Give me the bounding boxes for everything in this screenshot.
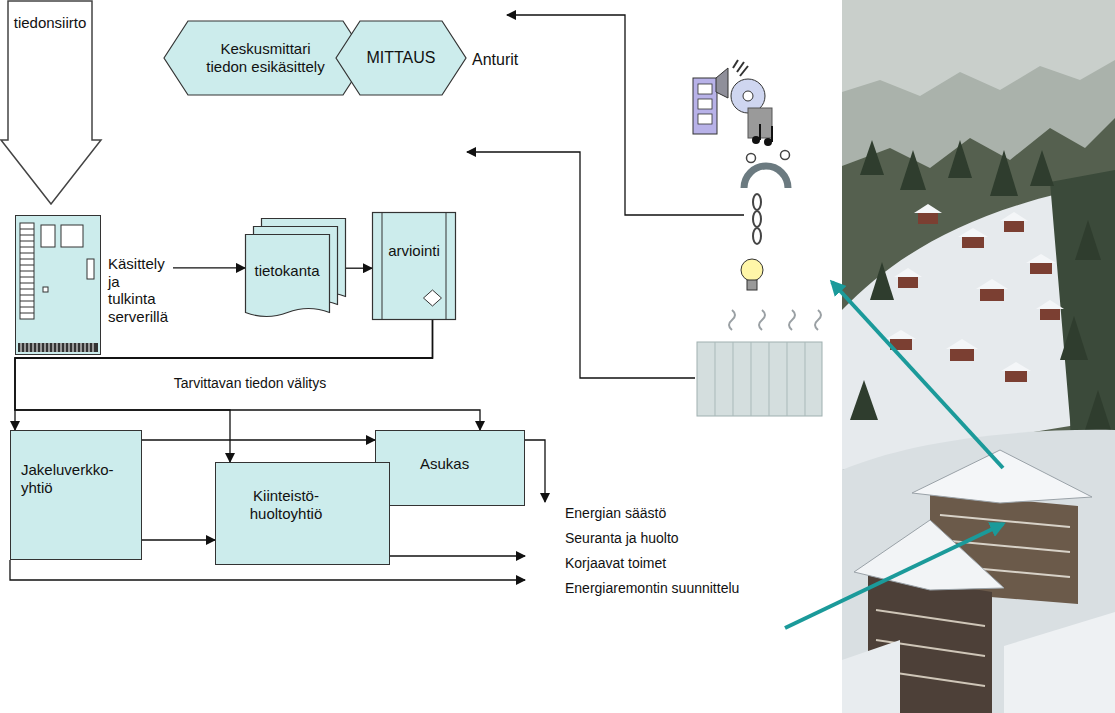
outcome-item: Korjaavat toimet	[565, 555, 666, 572]
village-photo	[842, 0, 1115, 713]
actor-box: Asukas	[375, 430, 525, 506]
node-label: Keskusmittari tiedon esikäsittely	[202, 40, 330, 75]
node-label: tiedonsiirto	[8, 14, 92, 32]
outcome-item: Energiaremontin suunnittelu	[565, 580, 739, 597]
outcome-item: Seuranta ja huolto	[565, 530, 679, 547]
node-label: tietokanta	[245, 262, 329, 280]
node-label: Kiinteistö- huoltoyhtiö	[226, 487, 346, 522]
media-icon	[693, 60, 773, 146]
bus-label: Tarvittavan tiedon välitys	[174, 375, 327, 392]
actor-box: Kiinteistö- huoltoyhtiö	[215, 462, 390, 565]
actor-box: Jakeluverkko- yhtiö	[10, 430, 142, 560]
node-label: MITTAUS	[366, 49, 435, 68]
node-label: arviointi	[382, 242, 446, 260]
node-label: Käsittely ja tulkinta serverillä	[108, 255, 168, 326]
connector-arrow	[173, 267, 245, 268]
evaluation-box-outline	[372, 212, 456, 320]
node-label: Asukas	[420, 455, 520, 473]
evaluation-box: arviointi	[372, 212, 456, 320]
water-icon	[744, 151, 790, 245]
sensor-lines	[467, 15, 744, 378]
server-board: Käsittely ja tulkinta serverillä	[15, 215, 173, 355]
connector-arrow	[142, 439, 375, 440]
transfer-arrow: tiedonsiirto	[0, 0, 102, 205]
radiator-icon	[697, 310, 822, 416]
pointer-arrows	[785, 282, 1003, 628]
connector-arrow	[345, 268, 372, 269]
node-label: Jakeluverkko- yhtiö	[21, 461, 133, 496]
light-bulb-icon	[741, 259, 763, 290]
connector-arrow	[142, 539, 215, 540]
sensor-label: Anturit	[472, 50, 518, 69]
outcome-item: Energian säästö	[565, 505, 666, 522]
server-board-outline	[15, 215, 173, 355]
database-stack: tietokanta	[245, 218, 345, 322]
process-hexagon: MITTAUS	[335, 20, 467, 96]
